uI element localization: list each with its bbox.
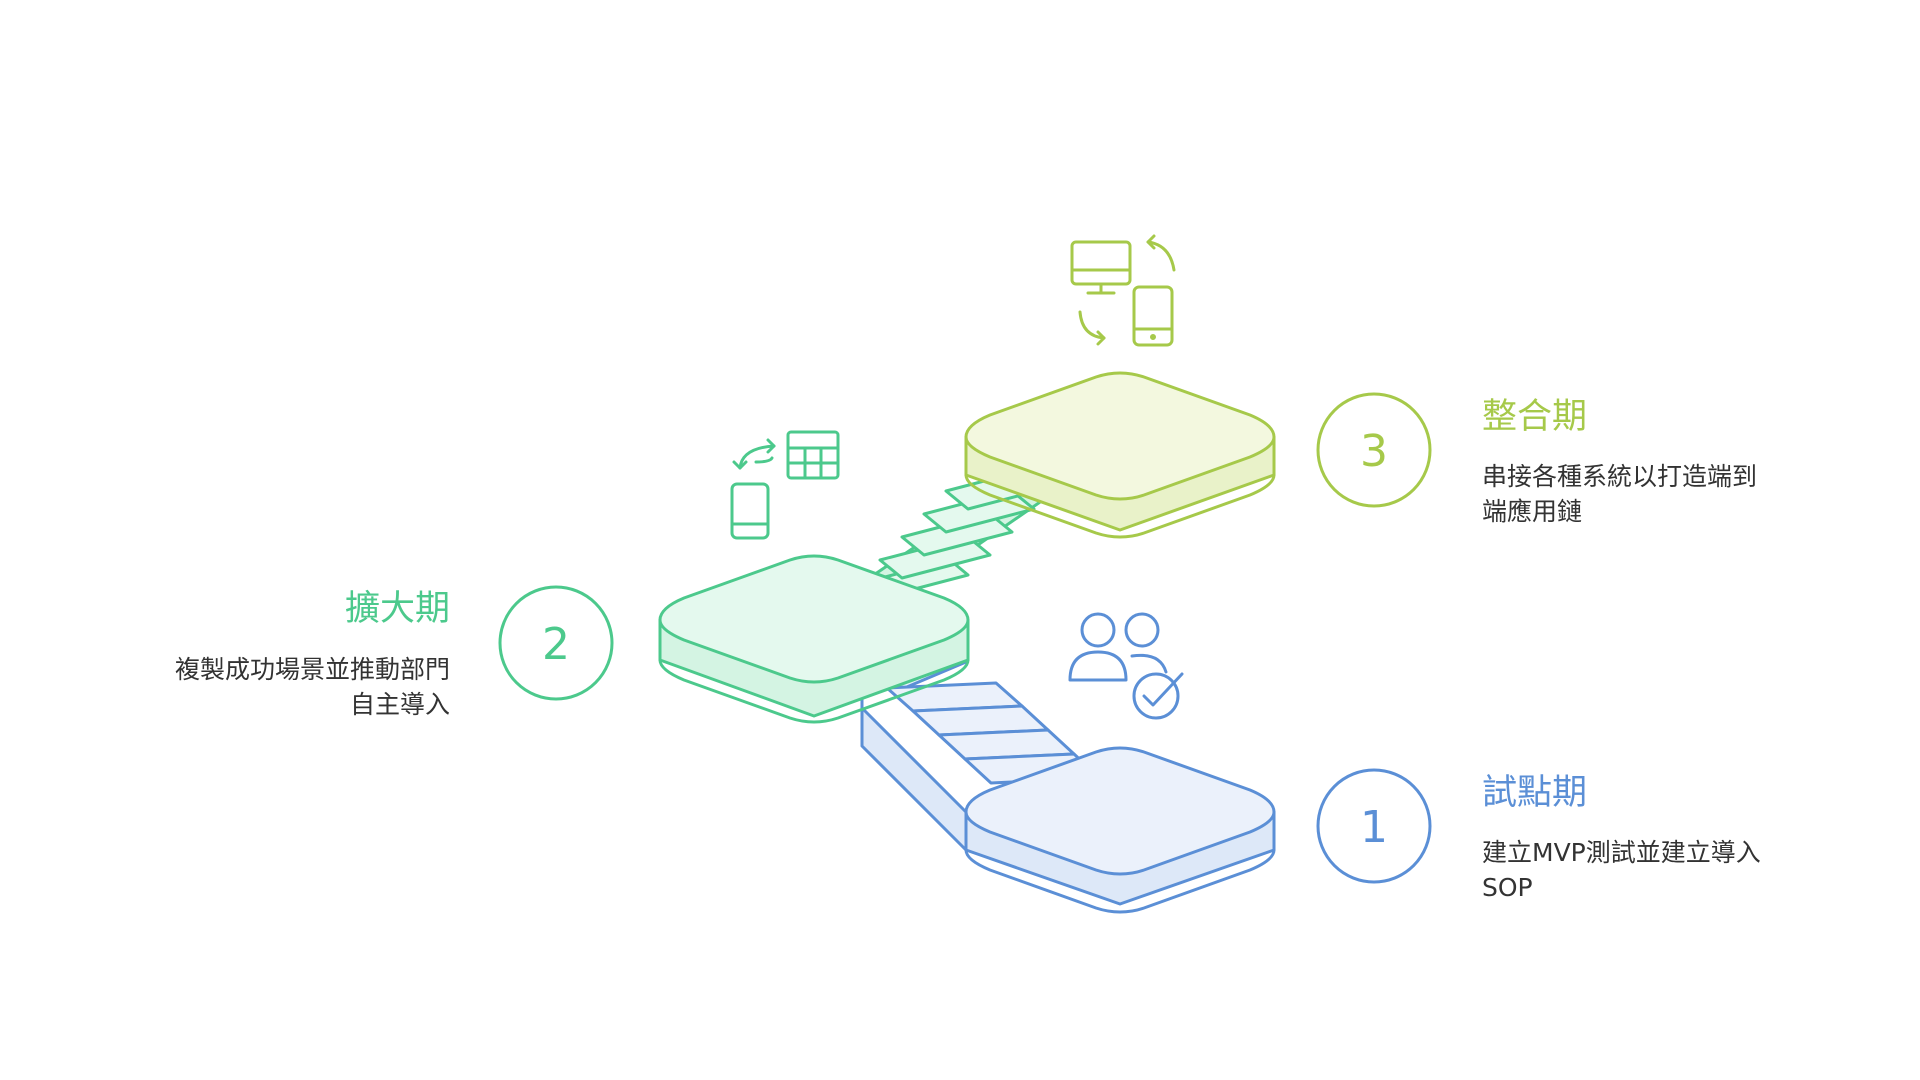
stage-2-desc-line1: 複製成功場景並推動部門: [175, 655, 450, 684]
stage-1-platform-group: [860, 636, 1276, 914]
phone-icon: [1132, 285, 1174, 347]
table-icon: [786, 430, 840, 480]
stage-3-text-block: 整合期 串接各種系統以打造端到 端應用鏈: [1482, 397, 1757, 526]
stage-1-platform-top: [964, 746, 1276, 876]
stage-1-text-block: 試點期 建立MVP測試並建立導入 SOP: [1482, 773, 1761, 902]
stage-2-title: 擴大期: [345, 589, 450, 629]
stage-3-platform-group: [964, 371, 1276, 539]
stage-2-number: 2: [542, 619, 570, 670]
stage-2-number-badge: 2: [498, 585, 614, 701]
phone-icon-2: [730, 482, 770, 540]
user-head-1: [1080, 612, 1116, 648]
check-mark: [1142, 672, 1184, 707]
monitor-icon: [1070, 240, 1132, 286]
stage-3-platform-top: [964, 371, 1276, 501]
users-check-icon: [1068, 612, 1184, 720]
check-circle: [1132, 672, 1180, 720]
stage-3-number-badge: 3: [1316, 392, 1432, 508]
monitor-phone-sync-icon: [1070, 234, 1176, 347]
sync-arrow-bottom: [1078, 310, 1106, 340]
sync-arrow-top: [1146, 240, 1176, 272]
stage-2-platform-top: [658, 554, 970, 684]
user-body-2: [1130, 653, 1168, 674]
stage-1-number-badge: 1: [1316, 768, 1432, 884]
stage-1-desc-line2: SOP: [1482, 873, 1533, 902]
stage-3-desc-line1: 串接各種系統以打造端到: [1482, 462, 1757, 491]
stage-2-desc-line2: 自主導入: [350, 690, 450, 719]
phone-table-sync-icon: [730, 430, 840, 540]
user-head-2: [1124, 612, 1160, 648]
stage-3-title: 整合期: [1482, 397, 1587, 437]
stage-1-number: 1: [1360, 802, 1388, 853]
stage-1-desc-line1: 建立MVP測試並建立導入: [1482, 838, 1761, 867]
stage-3-desc-line2: 端應用鏈: [1482, 497, 1582, 526]
stage-1-title: 試點期: [1482, 773, 1587, 813]
sync-arrows: [738, 444, 776, 470]
stage-2-text-block: 擴大期 複製成功場景並推動部門 自主導入: [175, 589, 450, 719]
stage-3-number: 3: [1360, 426, 1388, 477]
user-body-1: [1068, 650, 1128, 682]
